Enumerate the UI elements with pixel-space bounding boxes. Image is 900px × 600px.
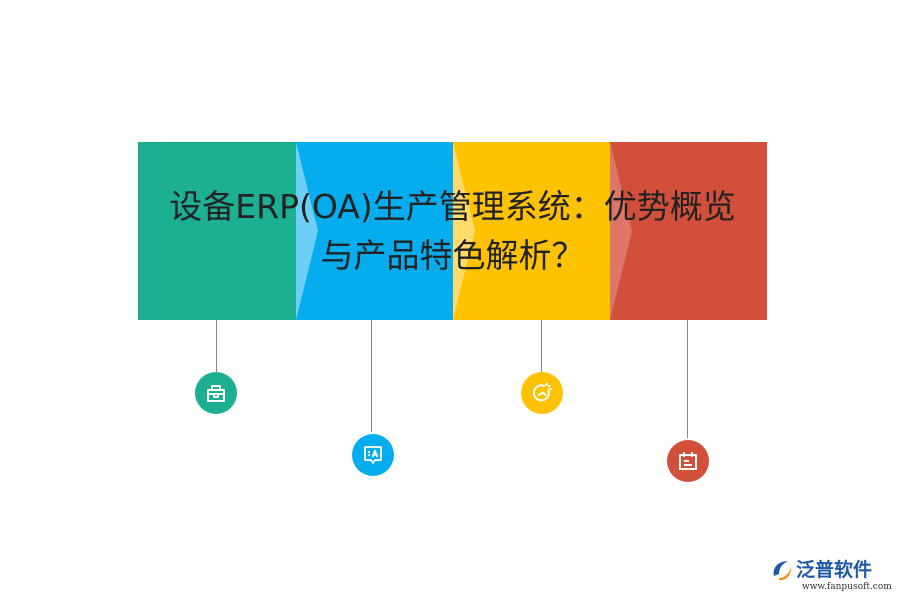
translate-icon (364, 446, 382, 464)
title-line-1: 设备ERP(OA)生产管理系统：优势概览 (169, 187, 736, 226)
title-line-2: 与产品特色解析？ (320, 236, 585, 275)
segment-3-band (453, 142, 610, 320)
node-3 (521, 372, 563, 414)
segment-1-band (138, 142, 296, 320)
logo-name: 泛普软件 (796, 559, 873, 581)
dial-icon (532, 383, 552, 402)
segment-4-band (610, 142, 767, 320)
connector-3 (541, 320, 542, 372)
segment-2-band (296, 142, 453, 320)
connector-4 (687, 320, 688, 438)
chevron-2 (453, 142, 475, 320)
logo-url: www.fanpusoft.com (802, 582, 892, 592)
node-4 (667, 440, 709, 482)
connector-1 (216, 320, 217, 372)
node-1 (195, 372, 237, 414)
diagram-title: 设备ERP(OA)生产管理系统：优势概览 与产品特色解析？ (138, 142, 767, 320)
calendar-icon (679, 452, 697, 470)
logo-mark-icon (773, 561, 792, 581)
box-icon (207, 385, 225, 402)
chevron-3 (610, 142, 632, 320)
connector-2 (371, 320, 372, 432)
chevron-1 (296, 142, 318, 320)
brand-logo: 泛普软件 www.fanpusoft.com (768, 556, 894, 596)
node-2 (352, 434, 394, 476)
